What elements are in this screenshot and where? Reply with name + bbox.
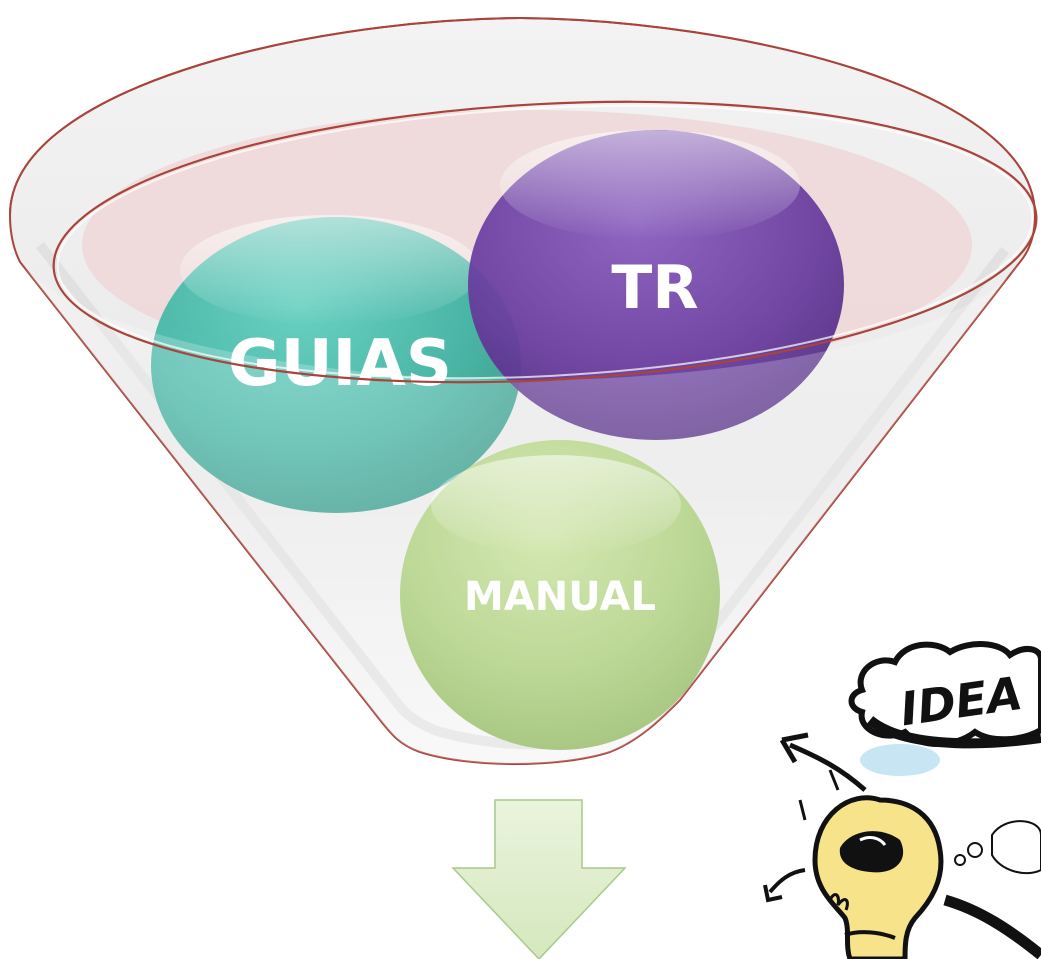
lightbulb-icon: [812, 795, 944, 959]
label-guias: GUIAS: [228, 327, 452, 401]
input-circle-tr: [468, 130, 844, 440]
funnel-rim-outer: [9, 16, 1036, 216]
input-circle-guias: [151, 215, 521, 513]
arrow-icon: [789, 742, 867, 792]
output-arrow-icon: [451, 799, 627, 959]
funnel-rim-inner-highlight: [56, 104, 1034, 380]
idea-cloud-bubble: [848, 641, 1041, 747]
funnel-glass-front: [20, 262, 1020, 764]
funnel-rim-inner: [52, 100, 1038, 384]
idea-sketch: IDEA: [763, 641, 1041, 959]
label-manual: MANUAL: [464, 574, 656, 620]
label-tr: TR: [611, 253, 698, 323]
input-circle-manual: [400, 440, 720, 750]
